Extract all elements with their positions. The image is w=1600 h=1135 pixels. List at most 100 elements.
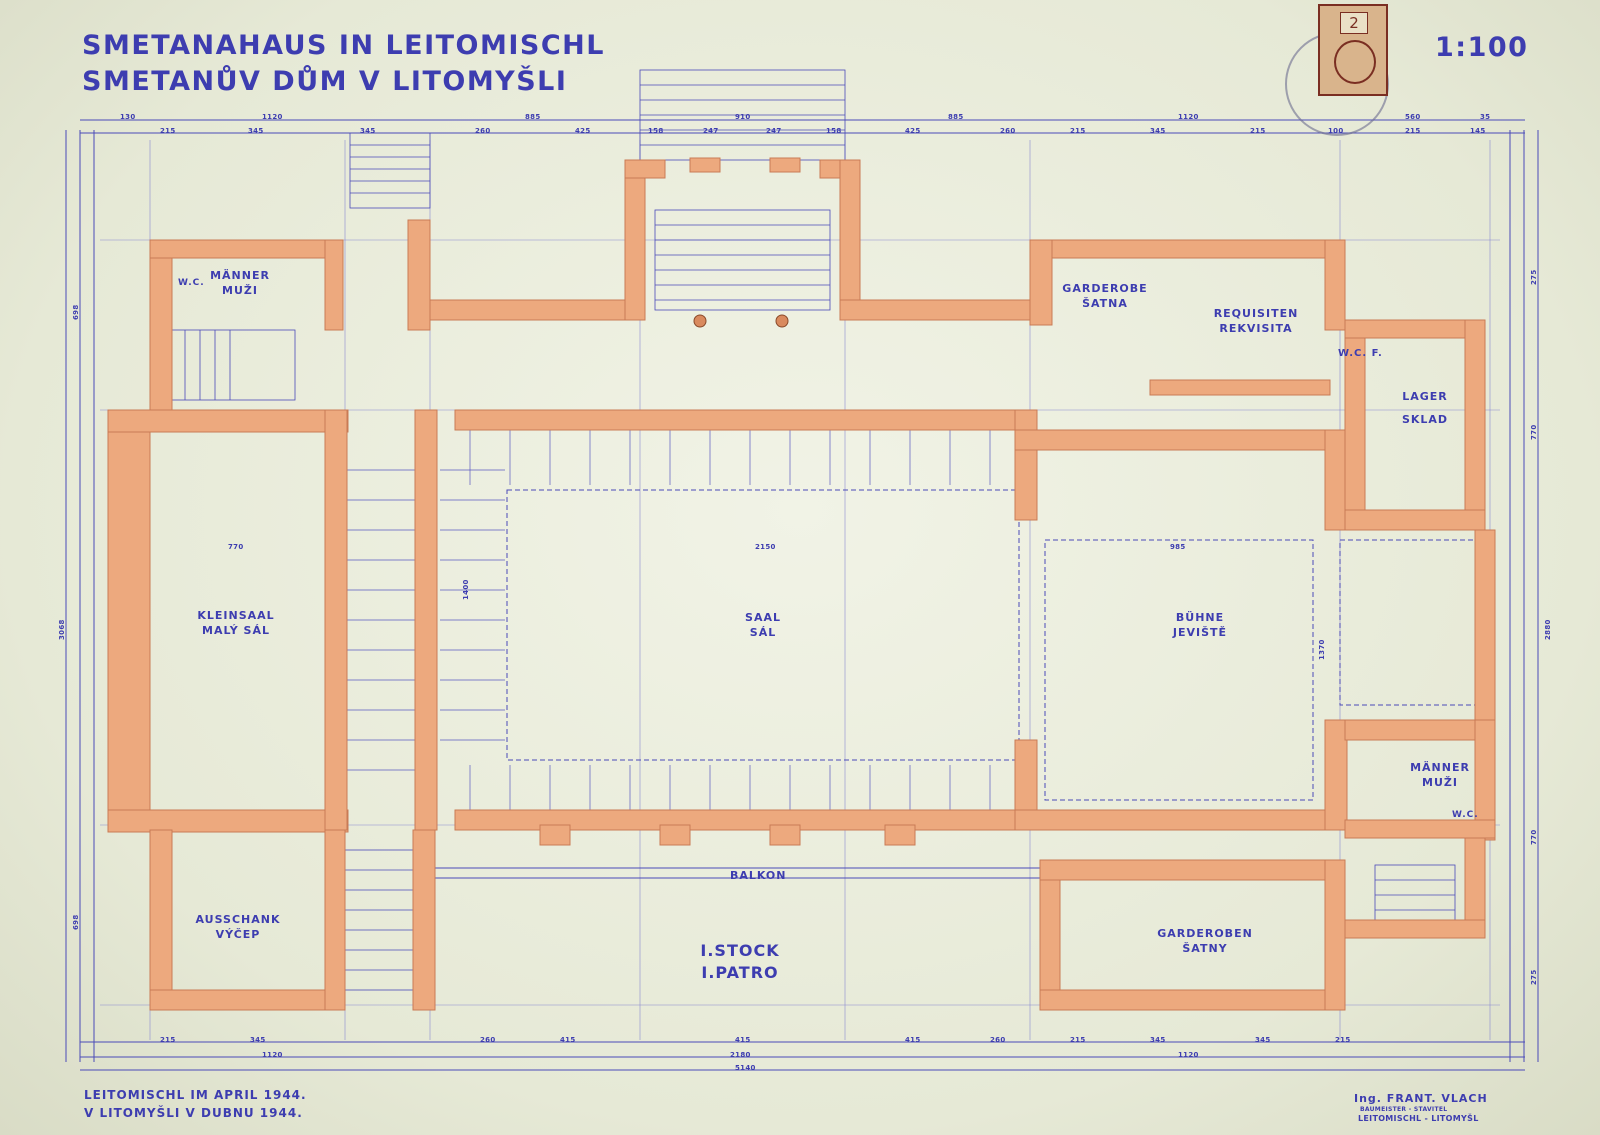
dim-left-3: 698 [72, 914, 80, 930]
corridor-joists [345, 430, 991, 815]
scale-label: 1:100 [1435, 32, 1529, 63]
room-label-de: REQUISITEN [1213, 307, 1299, 320]
dim-right-1: 275 [1530, 269, 1538, 285]
stamp-number: 2 [1340, 12, 1368, 34]
dim-top-outer-6: 1120 [1178, 113, 1199, 121]
dim-bottom-inner-7: 260 [990, 1036, 1006, 1044]
dim-saal-height: 1400 [462, 579, 470, 600]
columns [693, 314, 789, 328]
dim-top-inner-15: 100 [1328, 127, 1344, 135]
room-lager: LAGER SKLAD [1402, 389, 1448, 427]
room-ausschank: AUSSCHANK VÝČEP [196, 912, 281, 942]
dim-top-inner-2: 345 [248, 127, 264, 135]
dim-top-inner-3: 345 [360, 127, 376, 135]
architect-profession: BAUMEISTER - STAVITEL [1360, 1106, 1448, 1113]
room-label-de: AUSSCHANK [195, 913, 281, 926]
dim-top-inner-16: 215 [1405, 127, 1421, 135]
room-garderobe-top: GARDEROBE ŠATNA [1062, 281, 1147, 311]
room-label-de: GARDEROBE [1062, 282, 1148, 295]
dim-saal-width: 2150 [755, 543, 776, 551]
room-balkon: BALKON [730, 869, 787, 882]
dim-right-4: 770 [1530, 829, 1538, 845]
dim-bottom-inner-11: 215 [1335, 1036, 1351, 1044]
dim-kleinsaal-width: 770 [228, 543, 244, 551]
room-label-cz: MUŽI [1422, 776, 1458, 789]
dim-bottom-inner-2: 345 [250, 1036, 266, 1044]
dim-bottom-inner-10: 345 [1255, 1036, 1271, 1044]
dim-top-inner-12: 215 [1070, 127, 1086, 135]
dim-top-inner-17: 145 [1470, 127, 1486, 135]
room-label-de: GARDEROBEN [1157, 927, 1253, 940]
dim-bottom-inner-9: 345 [1150, 1036, 1166, 1044]
dim-bottom-inner-6: 415 [905, 1036, 921, 1044]
dim-left-1: 698 [72, 304, 80, 320]
dim-top-inner-7: 247 [703, 127, 719, 135]
dim-top-inner-8: 247 [766, 127, 782, 135]
dim-right-2: 770 [1530, 424, 1538, 440]
room-label-de: KLEINSAAL [197, 609, 275, 622]
dim-top-outer-1: 130 [120, 113, 136, 121]
room-wc-top-left: W.C. [178, 278, 205, 288]
room-wc-f: W.C. F. [1338, 348, 1383, 359]
dim-top-inner-10: 425 [905, 127, 921, 135]
room-label-cz: MALÝ SÁL [202, 624, 270, 637]
room-label-cz: SÁL [749, 626, 777, 639]
floor-label-de: I.STOCK [700, 941, 780, 960]
dim-bottom-mid-3: 1120 [1178, 1051, 1199, 1059]
dim-top-inner-11: 260 [1000, 127, 1016, 135]
dim-buehne-height: 1370 [1318, 639, 1326, 660]
dim-top-outer-7: 560 [1405, 113, 1421, 121]
dim-right-5: 275 [1530, 969, 1538, 985]
walls [107, 157, 1496, 1011]
room-label-de: SAAL [745, 611, 781, 624]
eagle-emblem-icon [1334, 40, 1376, 84]
dimension-lines [65, 119, 1539, 1071]
room-label-cz: SKLAD [1401, 413, 1449, 426]
dim-top-inner-5: 425 [575, 127, 591, 135]
date-german: LEITOMISCHL IM APRIL 1944. [84, 1088, 307, 1102]
architect-city: LEITOMISCHL - LITOMYŠL [1358, 1114, 1479, 1123]
floor-label: I.STOCK I.PATRO [700, 940, 779, 984]
dim-bottom-inner-4: 415 [560, 1036, 576, 1044]
dim-top-outer-4: 910 [735, 113, 751, 121]
dim-bottom-inner-8: 215 [1070, 1036, 1086, 1044]
title-german: SMETANAHAUS IN LEITOMISCHL [82, 30, 605, 61]
room-requisiten: REQUISITEN REKVISITA [1214, 306, 1299, 336]
dim-top-inner-1: 215 [160, 127, 176, 135]
room-maenner-right: MÄNNER MUŽI [1410, 760, 1470, 790]
room-buehne: BÜHNE JEVIŠTĚ [1173, 610, 1227, 640]
room-label-de: LAGER [1402, 390, 1448, 403]
date-czech: V LITOMYŠLI V DUBNU 1944. [84, 1106, 303, 1120]
dim-bottom-total: 5140 [735, 1064, 756, 1072]
floor-label-cz: I.PATRO [701, 963, 779, 982]
room-label-cz: VÝČEP [215, 928, 261, 941]
dim-top-inner-6: 158 [648, 127, 664, 135]
dim-top-inner-13: 345 [1150, 127, 1166, 135]
dim-top-outer-5: 885 [948, 113, 964, 121]
balcony-rail [415, 867, 1045, 879]
construction-lines [100, 140, 1500, 1040]
dim-bottom-mid-2: 2180 [730, 1051, 751, 1059]
revenue-stamp: 2 [1318, 4, 1388, 96]
dim-top-outer-8: 35 [1480, 113, 1491, 121]
architect-name: Ing. FRANT. VLACH [1354, 1092, 1488, 1105]
room-maenner-top: MÄNNER MUŽI [210, 268, 270, 298]
dim-top-outer-3: 885 [525, 113, 541, 121]
room-wc-right: W.C. [1452, 810, 1479, 820]
room-label-de: MÄNNER [210, 269, 270, 282]
dim-bottom-inner-1: 215 [160, 1036, 176, 1044]
room-label-de: MÄNNER [1410, 761, 1470, 774]
dim-bottom-mid-1: 1120 [262, 1051, 283, 1059]
dim-right-3: 2880 [1544, 619, 1552, 640]
dim-top-inner-9: 158 [826, 127, 842, 135]
dim-bottom-inner-5: 415 [735, 1036, 751, 1044]
room-label-cz: MUŽI [222, 284, 258, 297]
room-saal: SAAL SÁL [745, 610, 781, 640]
room-kleinsaal: KLEINSAAL MALÝ SÁL [197, 608, 274, 638]
dim-left-2: 3068 [58, 619, 66, 640]
room-label-cz: ŠATNA [1082, 297, 1128, 310]
room-label-de: BÜHNE [1175, 611, 1225, 624]
dim-buehne-width: 985 [1170, 543, 1186, 551]
